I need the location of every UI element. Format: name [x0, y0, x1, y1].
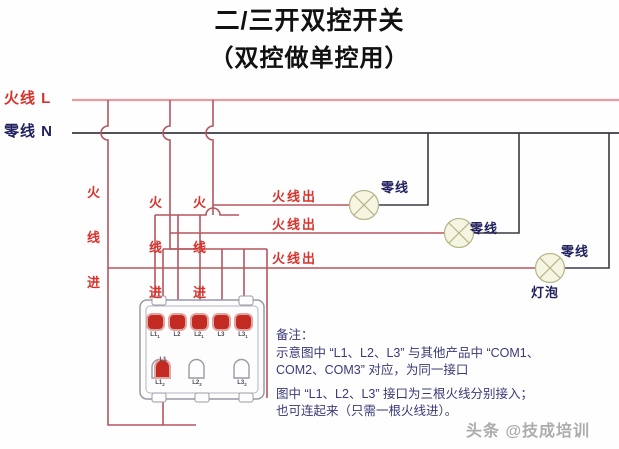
live-in-3-char-2: 进 [192, 285, 206, 300]
live-drop-group [100, 100, 214, 426]
switch-ear-bottom-right [238, 392, 254, 403]
lamp-1 [348, 189, 380, 221]
page-title-line2: （双控做单控用） [209, 45, 410, 72]
bottom-terminal-3[interactable] [233, 358, 250, 379]
live-out-label-2: 火线出 [272, 217, 318, 232]
switch-module[interactable] [139, 295, 265, 403]
live-drop-2 [162, 100, 196, 250]
switch-ear-top-left [151, 295, 167, 306]
live-in-label-1: 火 线 进 [86, 155, 101, 320]
top-terminal-3[interactable] [190, 313, 209, 331]
notes-line-1: 示意图中 “L1、L2、L3” 与其他产品中 “COM1、 [276, 346, 540, 360]
notes-line-4: 也可连起来（只需一根火线进）。 [276, 404, 458, 418]
top-terminal-2[interactable] [168, 313, 187, 331]
live-feed-upper [155, 207, 239, 216]
top-terminal-1[interactable] [146, 313, 165, 331]
top-terminal-4[interactable] [212, 313, 231, 331]
notes-line-2: COM2、COM3” 对应，为同一接口 [276, 363, 469, 377]
neutral-return-group [376, 133, 610, 269]
live-feed-group [155, 207, 267, 250]
bottom-terminal-caption-3: L32 [237, 380, 247, 388]
neutral-label-3: 零线 [561, 244, 590, 259]
watermark: 头条 @技成培训 [466, 423, 591, 440]
top-terminal-caption-1: L11 [150, 332, 160, 340]
notes-heading: 备注： [276, 328, 314, 342]
live-in-3-char-1: 线 [192, 240, 206, 255]
lamp-group [348, 189, 566, 284]
switch-bottom-terminals [151, 358, 250, 379]
live-in-label-2: 火 线 进 [148, 165, 163, 330]
lamp-2 [443, 217, 475, 249]
notes-line-3: 图中 “L1、L2、L3” 接口为三根火线分别接入； [276, 387, 533, 401]
top-terminal-caption-3: L21 [194, 332, 204, 340]
bottom-terminal-caption-2: L22 [192, 380, 202, 388]
notes-block: 备注： 示意图中 “L1、L2、L3” 与其他产品中 “COM1、 COM2、C… [276, 327, 612, 420]
switch-ear-top-right [238, 295, 254, 306]
neutral-return-3 [562, 133, 610, 269]
live-in-2-char-0: 火 [148, 195, 162, 210]
neutral-return-2 [471, 133, 520, 234]
lamp-3 [534, 252, 566, 284]
live-drop-1 [100, 100, 196, 426]
bulb-label: 灯泡 [531, 285, 560, 300]
neutral-label-1: 零线 [381, 180, 410, 195]
top-terminal-caption-2: L2 [173, 332, 181, 338]
live-out-label-3: 火线出 [272, 251, 318, 266]
live-drop-3 [205, 100, 214, 215]
live-in-3-char-0: 火 [192, 195, 206, 210]
live-in-1-char-2: 进 [86, 275, 100, 290]
live-in-2-char-1: 线 [148, 240, 162, 255]
live-in-1-char-1: 线 [86, 230, 100, 245]
page-title-line1: 二/三开双控开关 [214, 7, 405, 35]
live-in-2-char-2: 进 [148, 285, 162, 300]
neutral-return-1 [376, 133, 429, 206]
live-rail-label: 火线 L [4, 90, 52, 107]
active-terminal-caption: L1 [159, 357, 167, 363]
live-out-label-1: 火线出 [272, 189, 318, 204]
live-in-label-3: 火 线 进 [192, 165, 207, 330]
bottom-terminal-2[interactable] [188, 358, 205, 379]
switch-ear-bottom-left [151, 392, 167, 403]
top-terminal-5[interactable] [234, 313, 253, 331]
switch-ear-bottom-mid [194, 392, 210, 403]
switch-top-terminals [146, 313, 253, 331]
live-in-1-char-0: 火 [86, 185, 100, 200]
top-terminal-caption-5: L31 [238, 332, 248, 340]
top-terminal-caption-4: L3 [217, 332, 225, 338]
neutral-rail-label: 零线 N [4, 123, 54, 140]
live-out-group [108, 204, 538, 269]
bottom-terminal-caption-1: L12 [155, 380, 165, 388]
bottom-terminal-active[interactable] [154, 358, 171, 379]
neutral-label-2: 零线 [470, 221, 499, 236]
